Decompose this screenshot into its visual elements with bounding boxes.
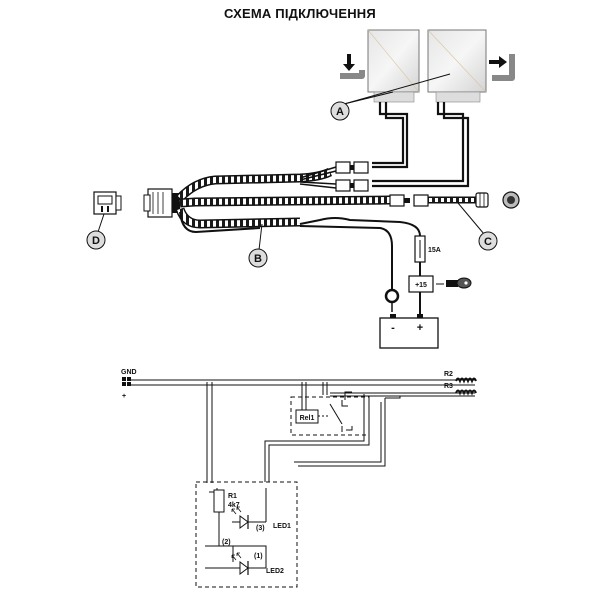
- r1-value: 4k7: [228, 502, 240, 509]
- led-module: [195, 481, 298, 588]
- ignition-relay-box: +15: [408, 275, 434, 293]
- pin2-label: (2): [222, 539, 231, 546]
- arrow-down-icon: [340, 54, 365, 79]
- ground-lug-icon: [384, 288, 400, 312]
- relay-label: Rel1: [300, 415, 315, 422]
- battery-minus: -: [391, 322, 395, 334]
- led1-label: LED1: [273, 523, 291, 530]
- r1-label: R1: [228, 493, 237, 500]
- gnd-label: GND: [121, 369, 137, 376]
- r1-resistor: R1 4k7: [213, 489, 240, 513]
- pin1-label: (1): [254, 553, 263, 560]
- pin3-label: (3): [256, 525, 265, 532]
- switch-button-icon: [502, 191, 520, 209]
- connector-d: D: [86, 191, 122, 250]
- callout-c-label: C: [484, 236, 492, 248]
- right-lamp: [427, 29, 487, 103]
- lamp-connectors: [335, 161, 369, 192]
- battery-plus: +: [417, 322, 423, 334]
- led2-icon: (2) (1) LED2: [222, 539, 284, 575]
- r2-label: R2: [444, 371, 453, 378]
- led1-icon: (3) LED1: [231, 506, 291, 532]
- relay-block: Rel1: [290, 396, 370, 436]
- arrow-right-icon: [489, 54, 515, 81]
- r3-label: R3: [444, 383, 453, 390]
- r3-coil: R3: [444, 383, 477, 396]
- left-lamp: [367, 29, 420, 103]
- callout-a: A: [330, 73, 451, 121]
- callout-a-label: A: [336, 106, 344, 118]
- switch-cable: [389, 192, 489, 208]
- fuse-label: 15A: [428, 247, 441, 254]
- lamp-wires: [372, 102, 470, 188]
- callout-c: C: [457, 202, 498, 251]
- harness-connector: [143, 188, 180, 218]
- schematic-wires: [130, 379, 475, 569]
- plus-label: +: [122, 393, 126, 400]
- fuse: 15A: [414, 235, 441, 263]
- callout-b: B: [248, 223, 268, 268]
- led2-label: LED2: [266, 568, 284, 575]
- power-wires: [299, 217, 421, 316]
- key-icon: [436, 277, 472, 289]
- diagram-title: СХЕМА ПІДКЛЮЧЕННЯ: [224, 6, 376, 21]
- battery: - +: [379, 314, 439, 349]
- r2-coil: R2: [444, 371, 477, 384]
- ignition-label: +15: [415, 282, 427, 289]
- callout-d-label: D: [92, 235, 100, 247]
- gnd-connector: GND +: [121, 369, 137, 400]
- harness-wires: [299, 166, 337, 189]
- callout-b-label: B: [254, 253, 262, 265]
